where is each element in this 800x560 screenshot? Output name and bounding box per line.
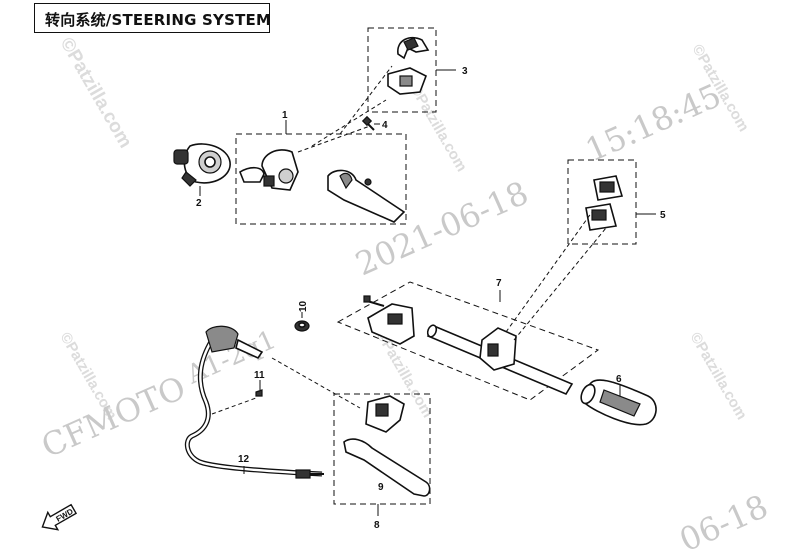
part-4-screw [361,115,375,131]
callout-10: 10 [298,300,309,312]
watermark-date: 2021-06-18 [350,174,534,284]
callout-7: 7 [496,278,502,289]
watermark-site-6: ©Patzilla.com [687,330,751,423]
leader-lines [199,65,656,516]
callout-11: 11 [254,370,265,381]
part-12-cable [184,325,324,479]
group-box-1 [235,133,407,225]
page-title: 转向系统/STEERING SYSTEM [45,11,272,29]
watermark-date-partial: 06-18 [674,487,774,559]
part-1-throttle-assembly [239,149,406,223]
callout-12: 12 [238,454,250,465]
group-box-8 [333,393,431,505]
part-8-brake-assembly [343,395,431,497]
part-10-adjuster [294,320,310,332]
part-5-clamp [585,175,624,231]
part-6-grip [580,379,657,426]
part-11-clip [255,389,263,397]
watermark-site-1: ©Patzilla.com [56,34,136,152]
group-box-5 [567,159,637,245]
fwd-arrow-icon: FWD [41,503,78,531]
group-box-7 [336,281,600,401]
callout-4: 4 [382,120,388,131]
part-7-handlebar [363,295,574,396]
watermark-site-2: ©Patzilla.com [407,82,471,175]
callout-5: 5 [660,210,666,221]
part-2-switch-housing [173,143,231,187]
callout-1: 1 [282,110,288,121]
callout-9: 9 [378,482,384,493]
callout-3: 3 [462,66,468,77]
title-box: 转向系统/STEERING SYSTEM [34,3,272,33]
watermark-brand: CFMOTO [36,368,191,465]
callout-2: 2 [196,198,202,209]
callout-6: 6 [616,374,622,385]
part-3-throttle-cover [387,36,430,95]
watermark-time: 15:18:45 [580,76,727,169]
callout-8: 8 [374,520,380,531]
